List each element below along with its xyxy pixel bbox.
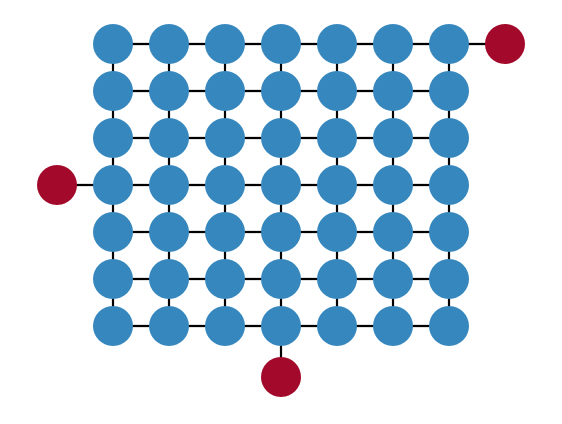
grid-node — [261, 165, 301, 205]
grid-node — [317, 306, 357, 346]
grid-node — [93, 212, 133, 252]
grid-node — [373, 259, 413, 299]
terminal-node-right — [485, 24, 525, 64]
grid-node — [205, 118, 245, 158]
grid-node — [429, 165, 469, 205]
grid-node — [261, 71, 301, 111]
grid-node — [149, 24, 189, 64]
grid-node — [261, 118, 301, 158]
grid-node — [205, 71, 245, 111]
terminal-node-bottom — [261, 357, 301, 397]
grid-node — [317, 165, 357, 205]
grid-node — [261, 306, 301, 346]
grid-node — [429, 259, 469, 299]
grid-node — [205, 165, 245, 205]
grid-node — [93, 259, 133, 299]
grid-node — [373, 71, 413, 111]
grid-node — [93, 306, 133, 346]
grid-node — [373, 165, 413, 205]
grid-node — [149, 118, 189, 158]
grid-node — [93, 24, 133, 64]
grid-node — [373, 212, 413, 252]
nodes-layer — [37, 24, 525, 397]
grid-node — [429, 306, 469, 346]
grid-node — [429, 24, 469, 64]
grid-node — [205, 24, 245, 64]
grid-node — [429, 212, 469, 252]
grid-node — [373, 306, 413, 346]
grid-node — [317, 118, 357, 158]
grid-node — [93, 165, 133, 205]
grid-node — [317, 71, 357, 111]
grid-node — [261, 259, 301, 299]
grid-node — [317, 212, 357, 252]
grid-node — [149, 71, 189, 111]
grid-node — [93, 71, 133, 111]
grid-node — [429, 71, 469, 111]
grid-node — [261, 24, 301, 64]
grid-node — [373, 118, 413, 158]
terminal-node-left — [37, 165, 77, 205]
grid-node — [205, 306, 245, 346]
grid-node — [149, 259, 189, 299]
grid-node — [149, 306, 189, 346]
grid-node — [205, 212, 245, 252]
grid-node — [93, 118, 133, 158]
grid-node — [429, 118, 469, 158]
grid-node — [205, 259, 245, 299]
grid-node — [149, 212, 189, 252]
grid-node — [149, 165, 189, 205]
grid-node — [261, 212, 301, 252]
grid-node — [317, 259, 357, 299]
grid-node — [373, 24, 413, 64]
grid-node — [317, 24, 357, 64]
